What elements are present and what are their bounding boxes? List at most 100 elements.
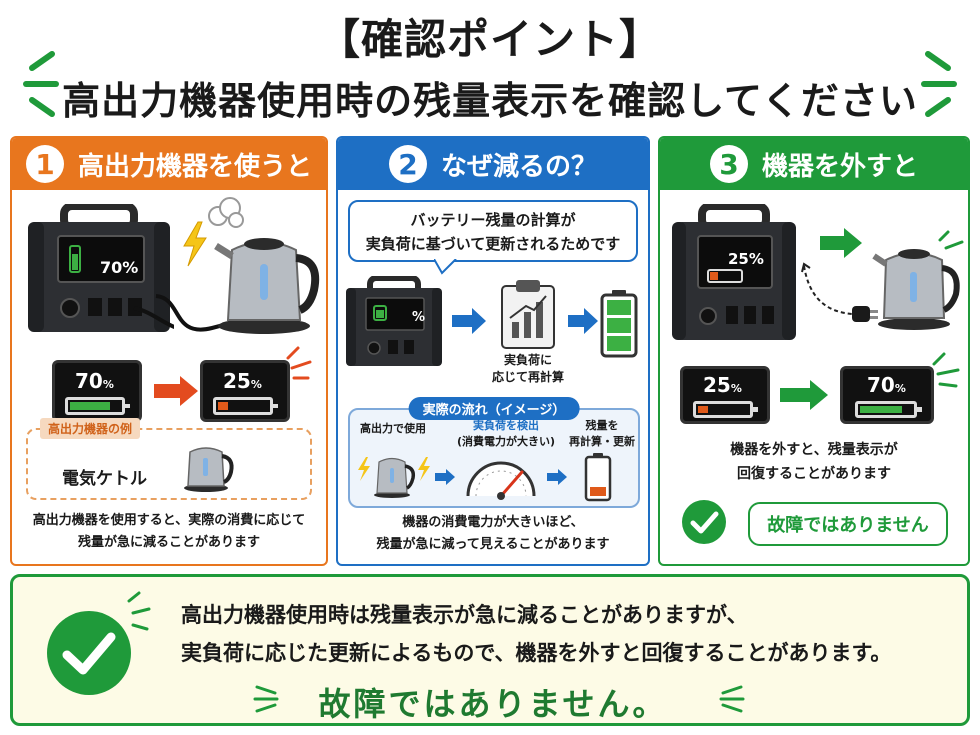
- step-number: 2: [388, 145, 427, 183]
- check-icon: [47, 611, 131, 695]
- desc-line: 残量が急に減ることがあります: [77, 535, 260, 550]
- page-subtitle: 高出力機器使用時の残量表示を確認してください: [62, 79, 918, 123]
- alert-burst-icon: [286, 346, 312, 380]
- kettle-icon: [184, 447, 234, 492]
- example-box: 高出力機器の例 電気ケトル: [26, 418, 312, 500]
- panel-why-decrease: 2 なぜ減るの？ バッテリー残量の計算が 実負荷に基づいて更新されるためです %…: [336, 136, 650, 566]
- panel-disconnect: 3 機器を外すと 25% 25%: [658, 136, 970, 566]
- kettle-icon: [214, 238, 320, 334]
- plug-icon: [801, 262, 878, 322]
- desc-line: 残量が急に減って見えることがあります: [376, 537, 610, 552]
- step-number: 3: [709, 145, 748, 183]
- percent-unit: %: [102, 378, 114, 391]
- burst-right-icon: [921, 51, 957, 117]
- panel-header: 1 高出力機器を使うと: [12, 138, 326, 190]
- power-station-icon: [28, 204, 174, 332]
- summary-box: 高出力機器使用時は残量表示が急に減ることがありますが、 実負荷に応じた更新による…: [10, 574, 970, 726]
- clipboard-chart-icon: [501, 280, 555, 349]
- flow-step-2-line: (消費電力が大きい): [456, 435, 556, 448]
- battery-after-value: 70: [867, 373, 895, 397]
- arrow-right-icon: [547, 469, 567, 485]
- page-title: 【確認ポイント】: [317, 15, 662, 64]
- desc-line: 機器を外すと、残量表示が: [730, 442, 898, 458]
- flow-step-3-line: 残量を: [585, 419, 619, 432]
- panel-description: 機器の消費電力が大きいほど、 残量が急に減って見えることがあります: [338, 512, 648, 556]
- desc-line: 回復することがあります: [737, 466, 891, 482]
- percent-unit: %: [894, 382, 906, 395]
- lcd-main-percent: %: [412, 310, 426, 325]
- percent-unit: %: [730, 382, 742, 395]
- kettle-icon: [374, 457, 416, 498]
- check-icon: [682, 500, 726, 544]
- header: 【確認ポイント】 高出力機器使用時の残量表示を確認してください: [0, 0, 980, 130]
- battery-display-after: 70%: [840, 366, 934, 424]
- panel-title: 高出力機器を使うと: [77, 151, 312, 182]
- battery-before-value: 70: [75, 369, 103, 393]
- summary-line: 実負荷に応じた更新によるもので、機器を外すと回復することがあります。: [181, 641, 892, 665]
- sparkle-burst-icon: [932, 352, 960, 388]
- power-station-icon: [346, 276, 442, 366]
- summary-line: 高出力機器使用時は残量表示が急に減ることがありますが、: [181, 603, 748, 627]
- burst-left-icon: [253, 685, 279, 713]
- battery-icon: [65, 397, 130, 415]
- battery-icon: [584, 453, 612, 502]
- sparkle-burst-icon: [938, 230, 964, 250]
- arrow-right-icon: [568, 308, 598, 334]
- lcd-main-percent: 70%: [100, 258, 139, 277]
- battery-after-value: 25: [223, 369, 251, 393]
- lightning-icon: [183, 221, 207, 267]
- example-tag: 高出力機器の例: [40, 418, 141, 439]
- panel-title: 機器を外すと: [761, 151, 918, 182]
- not-malfunction-badge: 故障ではありません: [748, 502, 948, 546]
- arrow-right-icon: [780, 380, 828, 410]
- burst-left-icon: [23, 51, 59, 117]
- gauge-icon: [466, 461, 536, 500]
- battery-icon: [600, 290, 638, 358]
- battery-display-before: 70%: [52, 360, 142, 422]
- panel-high-output: 1 高出力機器を使うと 70% 70%: [10, 136, 328, 566]
- bubble-tail: [434, 259, 457, 275]
- panel-header: 3 機器を外すと: [660, 138, 968, 190]
- flow-step-2-line: 実負荷を検出: [473, 419, 539, 432]
- lightning-icon: [358, 457, 370, 481]
- kettle-icon: [872, 249, 960, 330]
- example-label: 電気ケトル: [62, 469, 147, 489]
- lcd-main-percent: 25%: [728, 250, 764, 268]
- battery-display-before: 25%: [680, 366, 770, 424]
- percent-unit: %: [250, 378, 262, 391]
- step-number: 1: [25, 145, 64, 183]
- arrow-right-icon: [820, 228, 862, 258]
- arrow-right-icon: [435, 469, 455, 485]
- panel-description: 機器を外すと、残量表示が 回復することがあります: [660, 438, 968, 486]
- sparkle-burst-icon: [127, 591, 151, 631]
- flow-step-3-line: 再計算・更新: [569, 435, 635, 448]
- lightning-icon: [418, 457, 430, 481]
- explanation-bubble: バッテリー残量の計算が 実負荷に基づいて更新されるためです: [348, 200, 638, 262]
- arrow-right-icon: [154, 376, 198, 406]
- battery-icon: [213, 397, 278, 415]
- battery-icon: [693, 401, 758, 418]
- desc-line: 機器の消費電力が大きいほど、: [402, 515, 584, 530]
- panel-description: 高出力機器を使用すると、実際の消費に応じて 残量が急に減ることがあります: [12, 510, 326, 554]
- desc-line: 高出力機器を使用すると、実際の消費に応じて: [32, 513, 306, 528]
- calc-label-line: 実負荷に: [503, 353, 552, 367]
- flow-step-3-label: 残量を 再計算・更新: [562, 418, 642, 450]
- flow-step-2-label: 実負荷を検出 (消費電力が大きい): [446, 418, 566, 450]
- panel-title: なぜ減るの？: [440, 151, 597, 182]
- arrow-right-icon: [452, 308, 486, 334]
- power-station-icon: [672, 204, 796, 340]
- battery-display-after: 25%: [200, 360, 290, 422]
- burst-right-icon: [719, 685, 745, 713]
- flow-title: 実際の流れ（イメージ）: [408, 397, 580, 420]
- battery-before-value: 25: [703, 373, 731, 397]
- calc-label-line: 応じて再計算: [491, 370, 564, 384]
- steam-icon: [208, 197, 244, 228]
- bubble-line: 実負荷に基づいて更新されるためです: [365, 235, 621, 253]
- summary-not-malfunction: 故障ではありません。: [318, 685, 668, 723]
- panel-header: 2 なぜ減るの？: [338, 138, 648, 190]
- flow-step-1-label: 高出力で使用: [360, 422, 426, 435]
- calc-label: 実負荷に 応じて再計算: [486, 352, 570, 386]
- flow-box: 実際の流れ（イメージ） 高出力で使用 実負荷を検出 (消費電力が大きい) 残量を…: [348, 397, 642, 508]
- bubble-line: バッテリー残量の計算が: [410, 211, 576, 229]
- battery-icon: [855, 401, 922, 418]
